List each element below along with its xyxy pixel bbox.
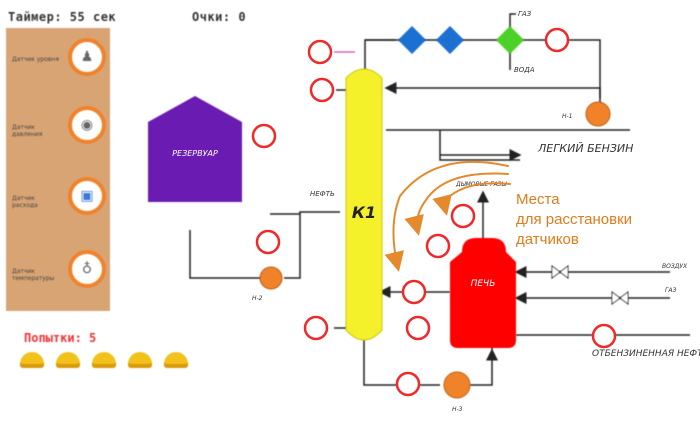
hard-hat-icon: [56, 352, 80, 368]
gas-top-label: ГАЗ: [518, 10, 532, 18]
sensor-palette: Датчик уровня ♟ Датчик давления ◉ Датчик…: [6, 28, 110, 311]
heat-exchanger-1: [398, 26, 426, 54]
sensor-label: Датчик давления: [12, 124, 43, 138]
sensor-drop-target[interactable]: [405, 315, 431, 341]
hard-hat-icon: [164, 352, 188, 368]
heat-exchanger-2: [436, 26, 464, 54]
tank: [148, 96, 242, 202]
pump-feed: [259, 266, 283, 290]
sensor-drop-target[interactable]: [401, 279, 427, 305]
pump-label: Н-2: [252, 295, 263, 302]
pressure-gauge-icon[interactable]: ◉: [68, 106, 106, 144]
air-label: ВОЗДУХ: [662, 263, 688, 270]
callout-arrow: [432, 182, 511, 216]
sensor-label: Датчик уровня: [12, 56, 59, 63]
oil-label: НЕФТЬ: [310, 190, 335, 198]
light-gasoline-label: ЛЕГКИЙ БЕНЗИН: [537, 142, 633, 155]
sensor-drop-target[interactable]: [544, 27, 570, 53]
valve-air-2: [559, 265, 569, 279]
sensor-drop-target[interactable]: [450, 203, 476, 229]
furnace: [450, 238, 516, 348]
sensor-drop-target[interactable]: [395, 371, 421, 397]
flow-meter-icon[interactable]: ▣: [68, 177, 106, 215]
sensor-drop-target[interactable]: [251, 123, 277, 149]
tank-label: РЕЗЕРВУАР: [172, 149, 218, 158]
hard-hat-icon: [128, 352, 152, 368]
pump-label: Н-3: [452, 406, 463, 413]
distillation-column: [345, 68, 383, 341]
thermometer-icon[interactable]: ♁: [68, 250, 106, 288]
separator: [496, 26, 524, 54]
water-label: ВОДА: [514, 66, 535, 74]
sensor-slot-level[interactable]: Датчик уровня ♟: [10, 34, 106, 94]
gas-right-label: ГАЗ: [665, 287, 676, 294]
callout-arrow: [384, 160, 509, 272]
callout-line: датчиков: [516, 231, 579, 248]
callout-line: Места: [516, 191, 560, 208]
sensor-drop-target[interactable]: [591, 323, 617, 349]
pump-reflux: [585, 101, 611, 127]
hard-hat-icon: [20, 352, 44, 368]
sensor-label: Датчик расхода: [12, 195, 38, 209]
sensor-slot-pressure[interactable]: Датчик давления ◉: [10, 102, 106, 162]
sensor-slot-temperature[interactable]: Датчик температуры ♁: [10, 246, 106, 306]
hard-hat-icon: [92, 352, 116, 368]
sensor-label: Датчик температуры: [12, 268, 55, 282]
sensor-slot-flow[interactable]: Датчик расхода ▣: [10, 173, 106, 233]
level-sensor-icon[interactable]: ♟: [68, 38, 106, 76]
sensor-drop-target[interactable]: [425, 233, 451, 259]
sensor-drop-target[interactable]: [307, 39, 333, 65]
valve-gas: [611, 291, 621, 305]
callout-line: для расстановки: [516, 211, 633, 228]
callout-arrow: [404, 172, 509, 236]
stripped-oil-label: ОТБЕНЗИНЕННАЯ НЕФТЬ: [592, 349, 700, 359]
attempts-hats: [20, 352, 188, 368]
pump-label: Н-1: [562, 113, 573, 120]
sensor-drop-target[interactable]: [255, 229, 281, 255]
score-display: Очки: 0: [192, 10, 247, 24]
valve-gas-2: [619, 291, 629, 305]
sensor-drop-target[interactable]: [303, 315, 329, 341]
pump-bottom: [443, 371, 471, 399]
sensor-drop-target[interactable]: [309, 77, 335, 103]
furnace-label: ПЕЧЬ: [471, 279, 496, 289]
timer-display: Таймер: 55 сек: [8, 10, 117, 24]
attempts-counter: Попытки: 5: [24, 331, 97, 345]
column-label: К1: [352, 203, 376, 222]
callout-text: Места для расстановки датчиков: [516, 190, 632, 250]
valve-air: [551, 265, 561, 279]
